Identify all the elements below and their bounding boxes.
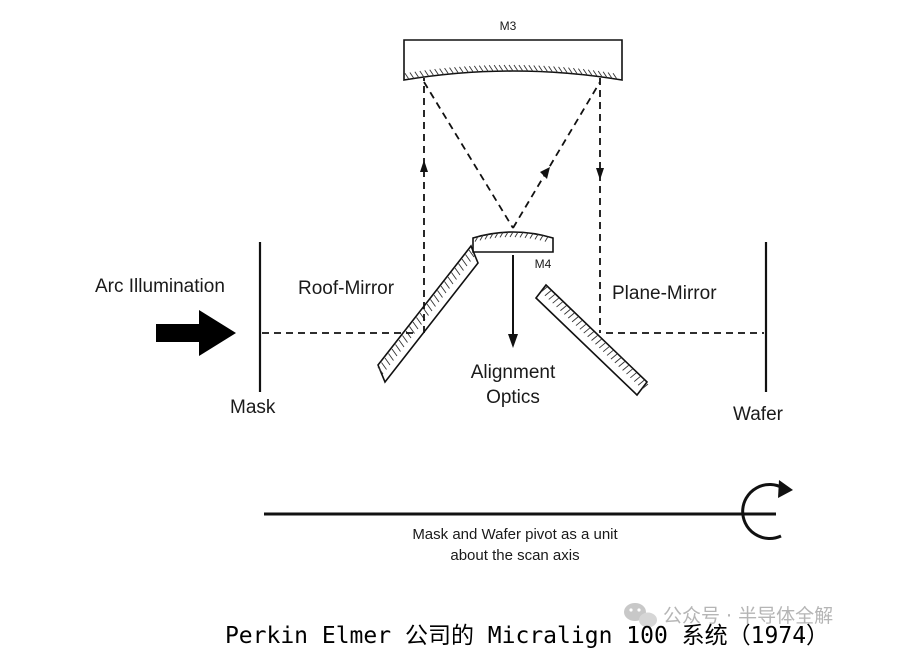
watermark-text: 公众号 · 半导体全解 (663, 605, 833, 627)
m3-hatching (404, 64, 618, 80)
plane-mirror (534, 283, 649, 397)
light-paths (262, 78, 764, 334)
alignment-label-line1: Alignment (471, 362, 556, 383)
roof-mirror-hatching (377, 249, 475, 375)
roof-mirror-label: Roof-Mirror (298, 278, 395, 299)
figure-caption: Perkin Elmer 公司的 Micralign 100 系统（1974） (225, 623, 829, 649)
roof-mirror (377, 244, 479, 384)
arc-illumination-label: Arc Illumination (95, 276, 225, 297)
illumination-arrow (156, 310, 236, 356)
pivot-label-line2: about the scan axis (450, 547, 579, 564)
rotation-arrow-icon (741, 480, 793, 540)
m4-hatching (474, 231, 549, 242)
m4-label: M4 (535, 257, 552, 271)
watermark: 公众号 · 半导体全解 (624, 603, 833, 628)
mask-label: Mask (230, 397, 276, 418)
alignment-optics-arrow (508, 255, 518, 348)
pivot-label-line1: Mask and Wafer pivot as a unit (412, 526, 618, 543)
plane-mirror-hatching (540, 286, 649, 390)
m3-label: M3 (500, 19, 517, 33)
wechat-icon (624, 603, 657, 628)
m3-mirror (403, 39, 623, 81)
alignment-label-line2: Optics (486, 387, 540, 408)
m4-mirror (472, 231, 554, 253)
wafer-label: Wafer (733, 404, 784, 425)
plane-mirror-label: Plane-Mirror (612, 283, 717, 304)
